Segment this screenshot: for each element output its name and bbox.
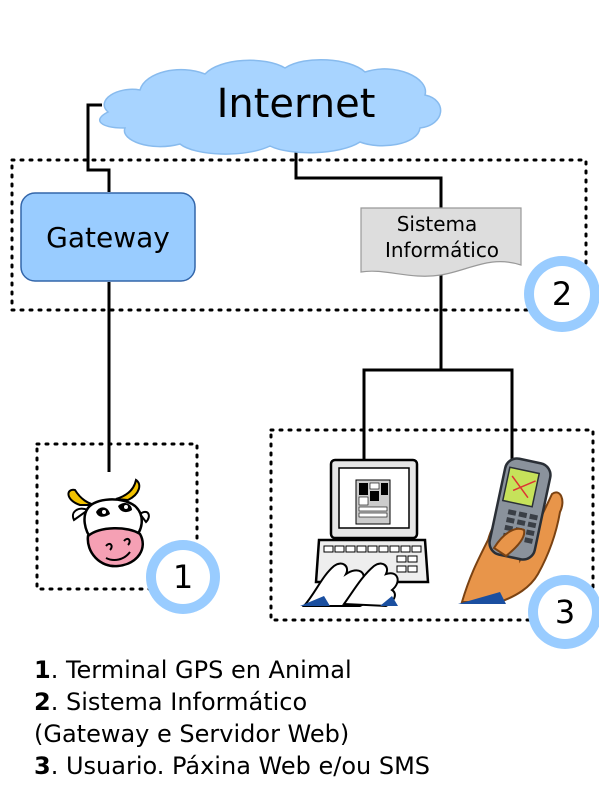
badge-1-number: 1 bbox=[173, 558, 193, 596]
legend-text: . Sistema Informático bbox=[50, 688, 308, 716]
legend-number: 2 bbox=[34, 688, 51, 716]
computer-icon bbox=[300, 458, 430, 608]
group-3-dotted-box bbox=[269, 428, 595, 622]
badge-2: 2 bbox=[524, 256, 599, 332]
legend-number: 1 bbox=[34, 656, 51, 684]
badge-3: 3 bbox=[528, 575, 599, 649]
group-1-dotted-box bbox=[35, 442, 199, 591]
legend-item: 3. Usuario. Páxina Web e/ou SMS bbox=[34, 750, 430, 782]
legend-text: (Gateway e Servidor Web) bbox=[34, 720, 350, 748]
legend-text: . Usuario. Páxina Web e/ou SMS bbox=[50, 752, 431, 780]
document-icon bbox=[360, 207, 522, 277]
sistema-label-line2: Informático bbox=[385, 238, 499, 262]
legend-text: . Terminal GPS en Animal bbox=[50, 656, 352, 684]
sistema-label-line1: Sistema bbox=[397, 212, 478, 236]
badge-1: 1 bbox=[146, 540, 220, 614]
gateway-label: Gateway bbox=[46, 221, 170, 254]
badge-3-number: 3 bbox=[555, 593, 575, 631]
mobile-phone-icon bbox=[458, 457, 564, 604]
legend-number: 3 bbox=[34, 752, 51, 780]
connector-lines bbox=[86, 103, 514, 472]
cow-icon bbox=[67, 478, 150, 568]
internet-label: Internet bbox=[217, 81, 376, 127]
cloud-icon bbox=[99, 59, 442, 155]
badge-2-number: 2 bbox=[552, 275, 572, 313]
legend-item: 1. Terminal GPS en Animal bbox=[34, 654, 430, 686]
legend-list: 1. Terminal GPS en Animal 2. Sistema Inf… bbox=[34, 654, 430, 782]
gateway-node bbox=[20, 192, 196, 282]
legend-item: (Gateway e Servidor Web) bbox=[34, 718, 430, 750]
group-2-dotted-box bbox=[10, 158, 588, 312]
legend-item: 2. Sistema Informático bbox=[34, 686, 430, 718]
